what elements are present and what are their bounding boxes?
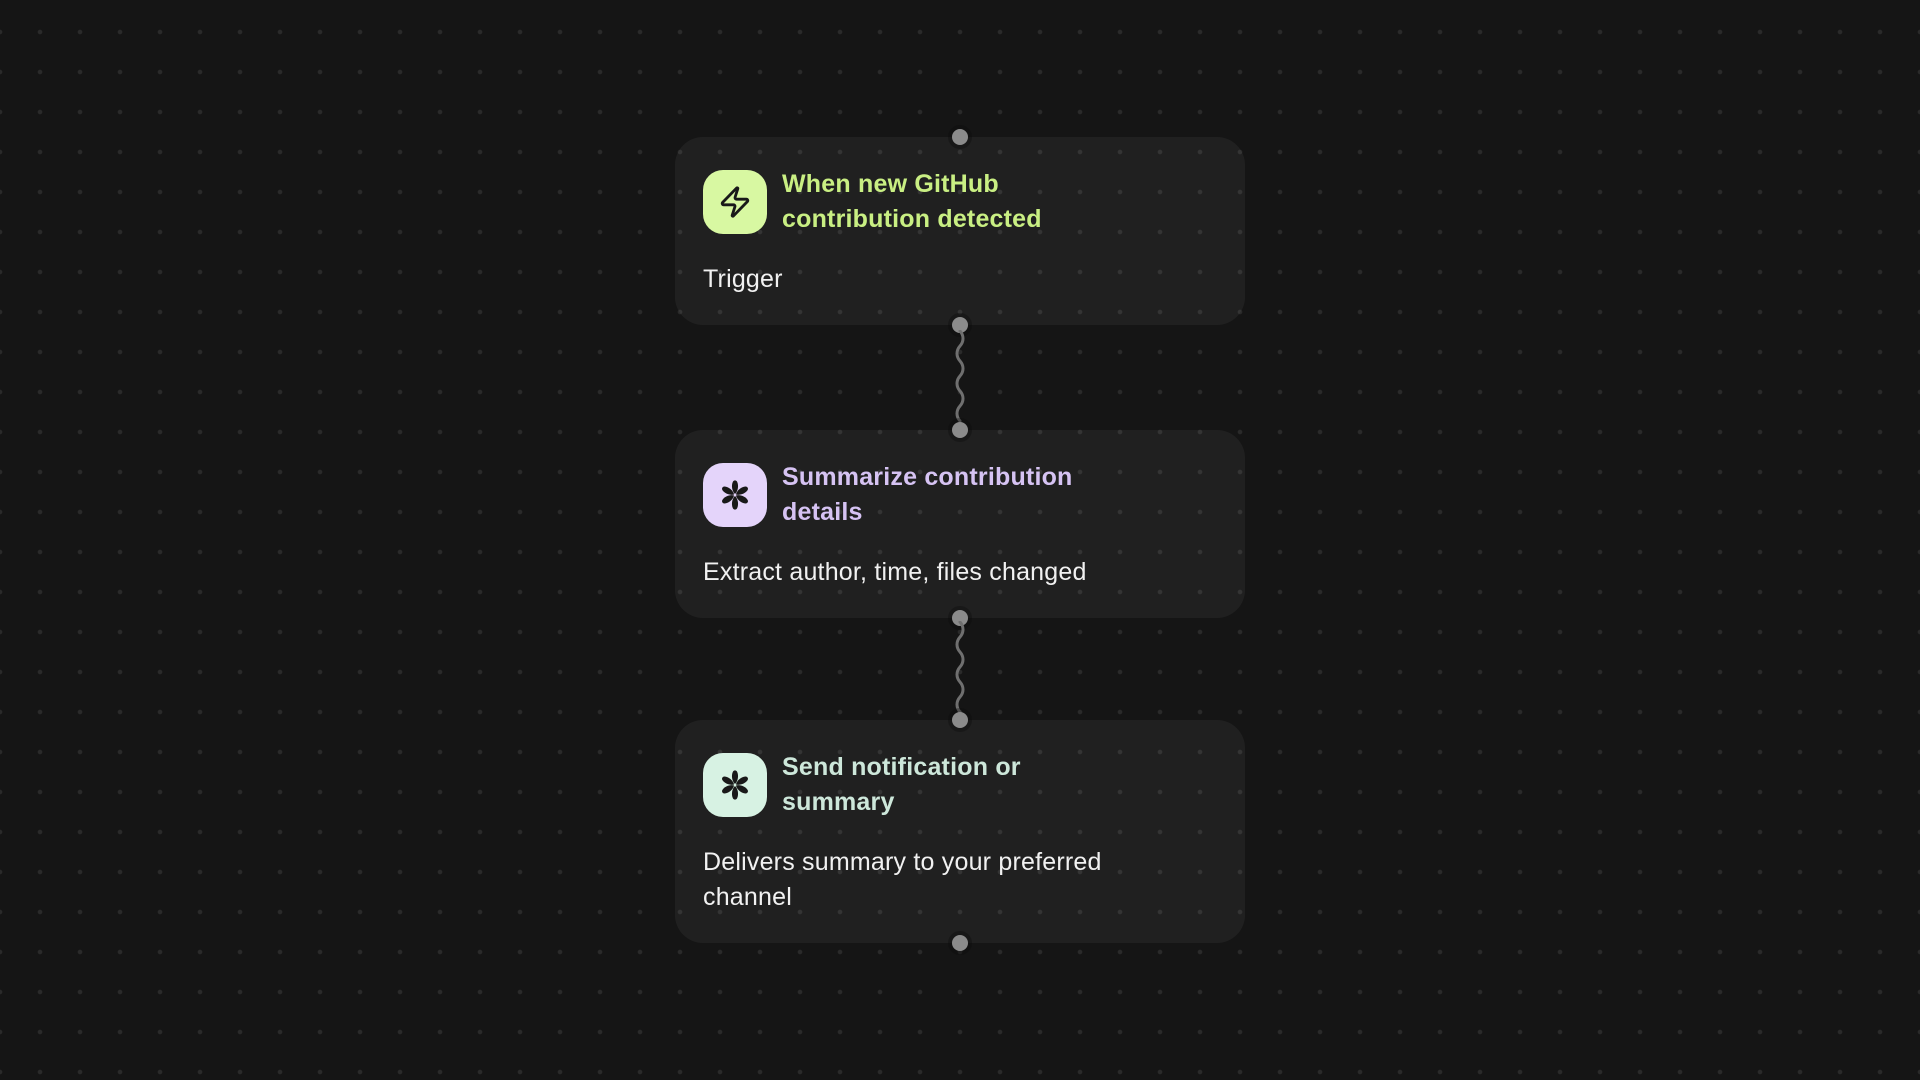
node-card-summarize[interactable]: Summarize contribution details Extract a… [675,422,1245,626]
node-header: Send notification or summary [703,750,1217,820]
node-title-line: details [782,498,863,526]
node-title-line: contribution detected [782,205,1042,233]
node-title: When new GitHub contribution detected [782,167,1042,237]
node-card-notify[interactable]: Send notification or summary Delivers su… [675,712,1245,951]
zap-icon [703,170,767,234]
port-dot[interactable] [952,317,968,333]
node-header: When new GitHub contribution detected [703,167,1217,237]
port-dot[interactable] [952,422,968,438]
port-dot[interactable] [952,935,968,951]
port-dot[interactable] [952,129,968,145]
asterisk-icon [703,463,767,527]
node-description: Trigger [703,265,783,293]
node-title: Summarize contribution details [782,460,1073,530]
node-title: Send notification or summary [782,750,1021,820]
connector-wire [955,621,965,713]
node-title-line: Send notification or [782,753,1021,781]
node-title-line: Summarize contribution [782,463,1073,491]
asterisk-icon [703,753,767,817]
node-description: Extract author, time, files changed [703,558,1087,586]
port-dot[interactable] [952,712,968,728]
node-header: Summarize contribution details [703,460,1217,530]
node-title-line: When new GitHub [782,170,999,198]
node-card-trigger[interactable]: When new GitHub contribution detected Tr… [675,129,1245,333]
node-title-line: summary [782,788,895,816]
port-dot[interactable] [952,610,968,626]
connector-wire [955,330,965,422]
node-description: Delivers summary to your preferred chann… [703,848,1102,911]
